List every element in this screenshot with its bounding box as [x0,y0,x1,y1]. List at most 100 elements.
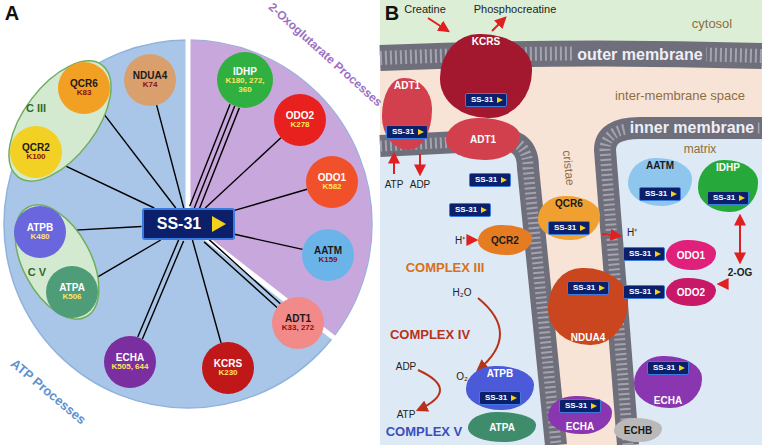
complex-group: QCR2K100QCR6K83C III [2,56,118,186]
membrane-label: outer membrane [573,46,706,64]
flux-arrow [739,216,741,262]
node-label: QCR2 [22,142,50,153]
protein-blob: SS-31ECHA [548,396,612,434]
flux-arrow [428,18,448,31]
protein-blob: SS-31IDHP [698,160,758,212]
node-label: KCRS [472,36,500,47]
group-oval [2,192,112,332]
protein-blob: ODO1 [666,240,716,270]
node-label: KCRS [214,358,242,369]
node-label: SS-31 [485,394,507,403]
node-label: SS-31 [629,250,651,259]
ss31-tag: SS-31 [465,93,507,107]
compartment-label: cytosol [692,17,732,31]
complex-label: COMPLEX V [386,425,463,439]
protein-blob: SS-31NDUA4 [548,268,628,345]
reaction-arrow [478,298,500,370]
node-label: ODO2 [286,110,314,121]
ss31-tag: SS-31 [567,281,609,295]
interaction-line [100,109,176,208]
metabolite-label: Phosphocreatine [474,3,557,15]
ss31-tag: SS-31 [469,173,511,187]
node-label: ECHA [116,352,144,363]
panel-letter: A [5,2,19,24]
node-label: SS-31 [629,288,651,297]
node-label: K33, 272 [282,324,314,333]
protein-circle: AATMK159 [302,229,354,281]
protein-blob: ECHB [614,418,662,442]
protein-circle: ADT1K33, 272 [272,297,324,349]
node-label: AATM [314,245,342,256]
ss31-tag: SS-31 [449,203,491,217]
interaction-line [157,105,184,208]
node-label: ECHB [624,425,652,436]
metabolite-label: ADP [410,179,431,190]
metabolite-label: H₂O [453,287,472,298]
node-label: K480 [30,233,49,242]
proton-arrow [602,234,620,236]
node-label: K230 [218,369,237,378]
node-label: ADT1 [285,313,311,324]
node-label: ATPB [487,368,513,379]
interaction-line [207,238,280,304]
node-label: SS-31 [455,206,477,215]
node-label: ATPB [27,222,53,233]
node-label: ATPA [59,282,85,293]
node-label: SS-31 [392,128,414,137]
matrix-area [605,128,762,445]
node-label: K278 [290,121,309,130]
protein-blob: SS-31 KCRS [440,34,532,118]
ss31-tag: SS-31 [386,125,428,139]
metabolite-label: 2-OG [728,267,752,278]
node-label: SS-31 [475,176,497,185]
complex-label: COMPLEX III [406,261,485,275]
node-label: K83 [77,89,92,98]
node-label: K100 [26,153,45,162]
node-label: IDHP [716,162,740,173]
protein-blob: SS-31 ATPB [466,366,534,410]
node-label: K505, 644 [112,363,149,372]
reaction-arrow [418,370,440,410]
flux-arrow [393,154,395,174]
metabolite-label: Creatine [404,3,446,15]
protein-blob: SS-31ECHA [634,356,702,408]
node-label: SS-31 [645,190,667,199]
complex-group: ATPAK506 ATPBK480 C V [2,192,112,332]
node-label: ECHA [654,395,682,406]
metabolite-label: ATP [385,179,404,190]
protein-circle: ATPAK506 [46,266,98,318]
ss31-tag: SS-31 [479,391,521,405]
node-label: IDHP [233,66,257,77]
metabolite-label: ADP [396,361,417,372]
node-label: ADT1 [470,134,496,145]
ss31-tag: SS-31 [647,361,689,375]
oxoglutarate-region [188,40,372,337]
protein-circle: ODO2K278 [274,94,326,146]
node-label: AATM [646,160,674,171]
node-label: NDUA4 [133,70,167,81]
node-label: SS-31 [157,215,201,233]
ss31-tag: SS-31 [623,247,665,261]
flux-arrow [719,283,726,285]
group-oval [2,56,118,186]
protein-blob: SS-31 AATM [628,158,692,206]
compartment-label: inter-membrane space [615,89,745,103]
node-label: K159 [318,256,337,265]
node-label: QCR2 [491,235,519,246]
proton-label: H⁺ [627,227,637,238]
ss31-tag: SS-31 [559,399,601,413]
intermembrane-space [380,0,762,445]
node-label: SS-31 [471,96,493,105]
node-label: QCR6 [555,198,583,209]
compartment-label: matrix [684,143,717,156]
membrane-texture [380,140,556,445]
node-label: K180, 272, 360 [222,77,268,95]
group-label: C V [28,266,46,278]
node-label: K506 [62,293,81,302]
protein-blob: QCR2 [478,225,532,255]
protein-circle: ODO1K582 [306,156,358,208]
protein-blob: ADT1 [446,118,520,160]
protein-blob: SS-31QCR6 [538,196,600,240]
membrane-texture [605,128,762,445]
interaction-line [204,242,277,308]
